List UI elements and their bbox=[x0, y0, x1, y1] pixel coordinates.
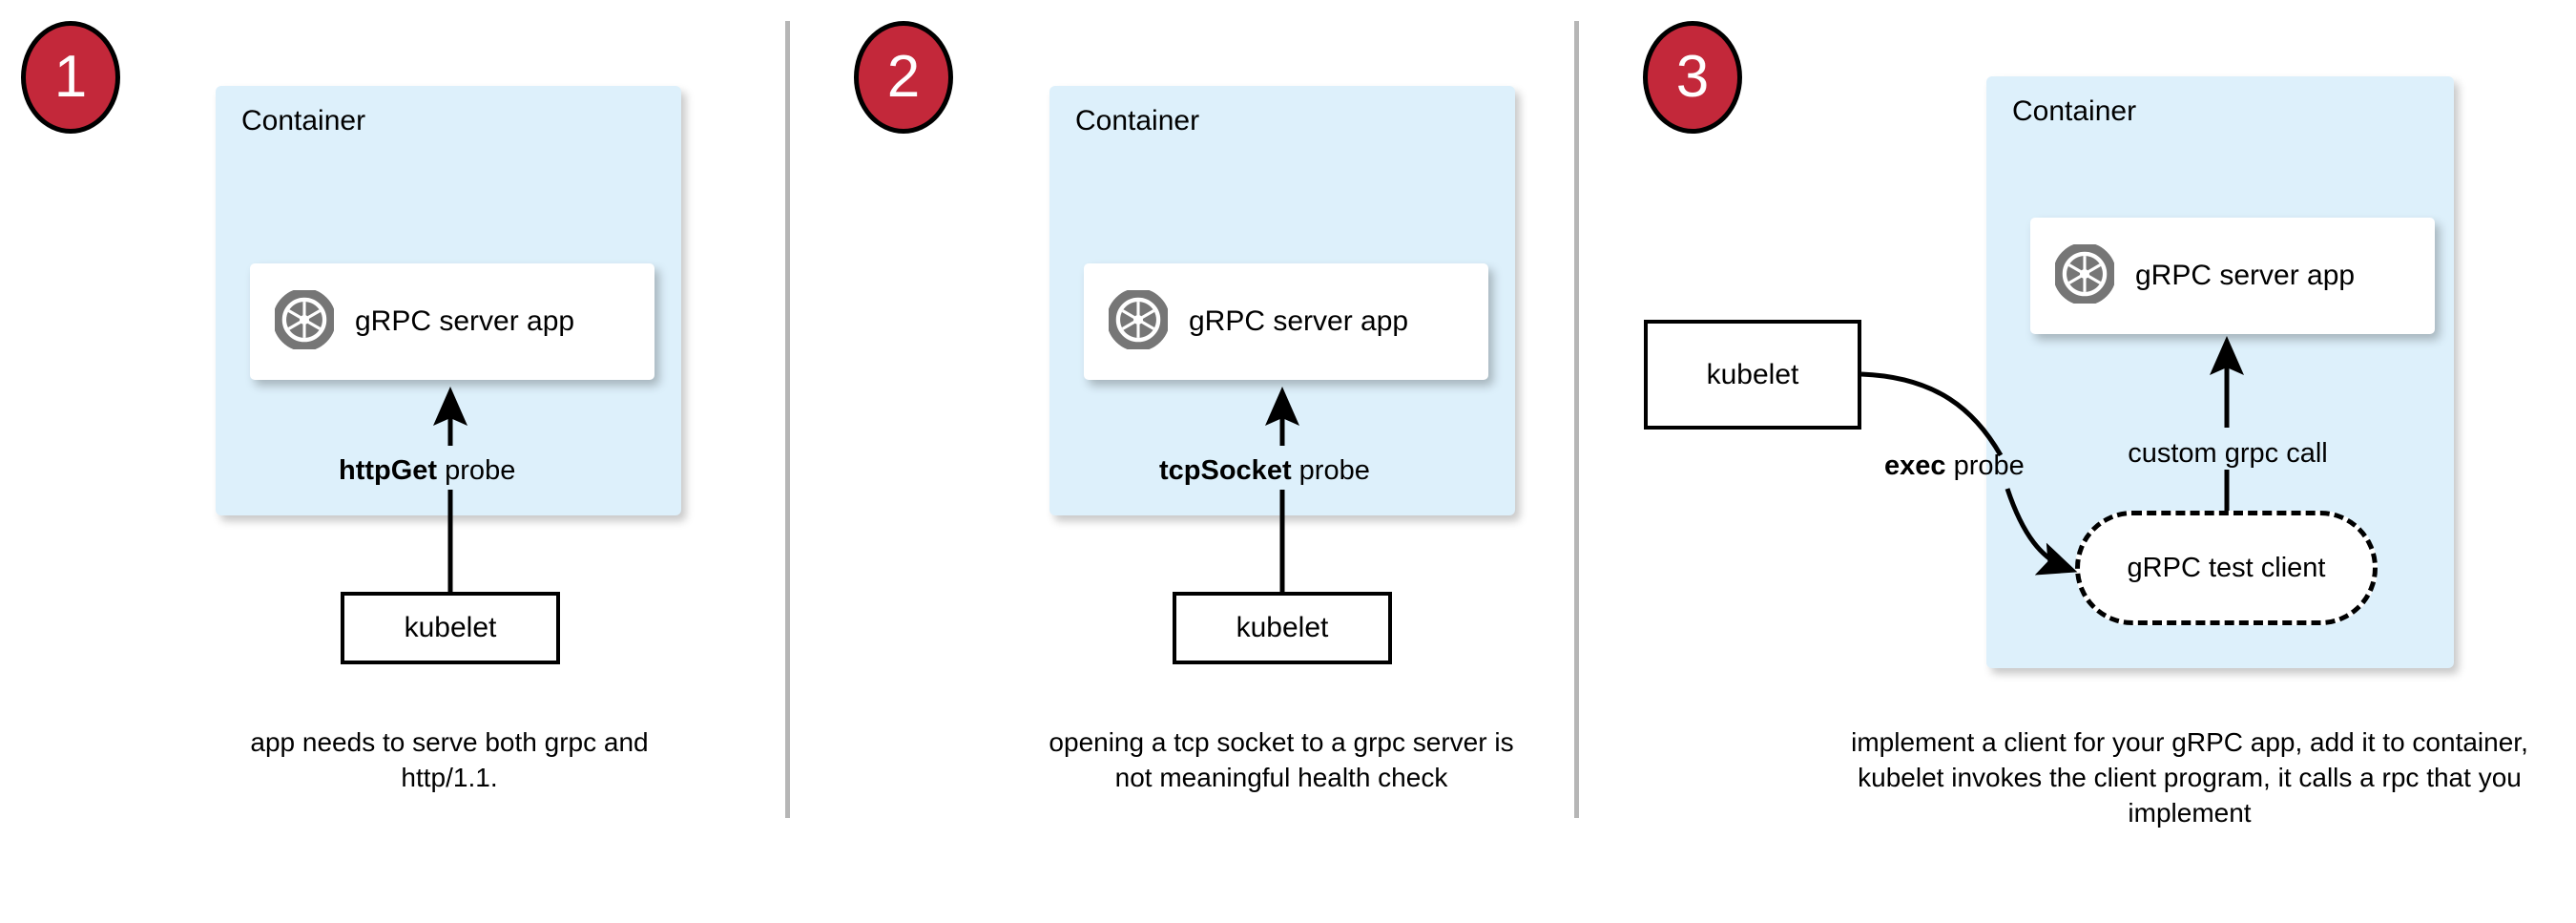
container-label-3: Container bbox=[2012, 95, 2137, 127]
probe-label-1: httpGet probe bbox=[339, 455, 515, 487]
kubelet-box-3: kubelet bbox=[1644, 320, 1861, 430]
kubelet-label-3: kubelet bbox=[1706, 358, 1799, 390]
probe-label-2: tcpSocket probe bbox=[1159, 455, 1370, 487]
grpc-server-app-label-1: gRPC server app bbox=[355, 305, 575, 337]
arrow-exec-probe-curve-upper bbox=[1860, 371, 2004, 457]
grpc-aperture-icon bbox=[273, 287, 336, 354]
panel-caption-2: opening a tcp socket to a grpc server is… bbox=[1049, 727, 1514, 792]
grpc-test-client-label: gRPC test client bbox=[2127, 552, 2326, 583]
probe-suffix-1: probe bbox=[437, 455, 516, 486]
probe-type-3: exec bbox=[1884, 451, 1946, 481]
grpc-server-app-card-3: gRPC server app bbox=[2030, 218, 2435, 334]
grpc-aperture-icon bbox=[2053, 241, 2116, 308]
panel-caption-3: implement a client for your gRPC app, ad… bbox=[1851, 727, 2528, 828]
custom-grpc-call-label: custom grpc call bbox=[2128, 438, 2328, 469]
grpc-aperture-icon bbox=[1107, 287, 1170, 354]
container-label-1: Container bbox=[241, 105, 366, 136]
kubelet-label-2: kubelet bbox=[1236, 612, 1329, 643]
step-number-2: 2 bbox=[886, 44, 921, 110]
panel-caption-1: app needs to serve both grpc and http/1.… bbox=[250, 727, 649, 792]
kubelet-box-1: kubelet bbox=[341, 592, 560, 664]
panel-divider-2 bbox=[1574, 21, 1579, 818]
grpc-server-app-label-2: gRPC server app bbox=[1189, 305, 1409, 337]
probe-suffix-2: probe bbox=[1291, 455, 1370, 486]
grpc-test-client-box: gRPC test client bbox=[2075, 511, 2378, 625]
grpc-server-app-card-1: gRPC server app bbox=[250, 263, 654, 380]
kubelet-box-2: kubelet bbox=[1173, 592, 1392, 664]
probe-type-2: tcpSocket bbox=[1159, 455, 1292, 486]
step-badge-3: 3 bbox=[1643, 21, 1742, 134]
step-number-1: 1 bbox=[53, 44, 88, 110]
step-badge-2: 2 bbox=[854, 21, 953, 134]
grpc-server-app-card-2: gRPC server app bbox=[1084, 263, 1488, 380]
kubelet-label-1: kubelet bbox=[404, 612, 497, 643]
panel-divider-1 bbox=[785, 21, 790, 818]
step-number-3: 3 bbox=[1675, 44, 1710, 110]
container-label-2: Container bbox=[1075, 105, 1200, 136]
probe-label-3: exec probe bbox=[1884, 451, 2025, 482]
grpc-server-app-label-3: gRPC server app bbox=[2135, 260, 2356, 291]
step-badge-1: 1 bbox=[21, 21, 120, 134]
probe-type-1: httpGet bbox=[339, 455, 438, 486]
probe-suffix-3: probe bbox=[1945, 451, 2025, 481]
